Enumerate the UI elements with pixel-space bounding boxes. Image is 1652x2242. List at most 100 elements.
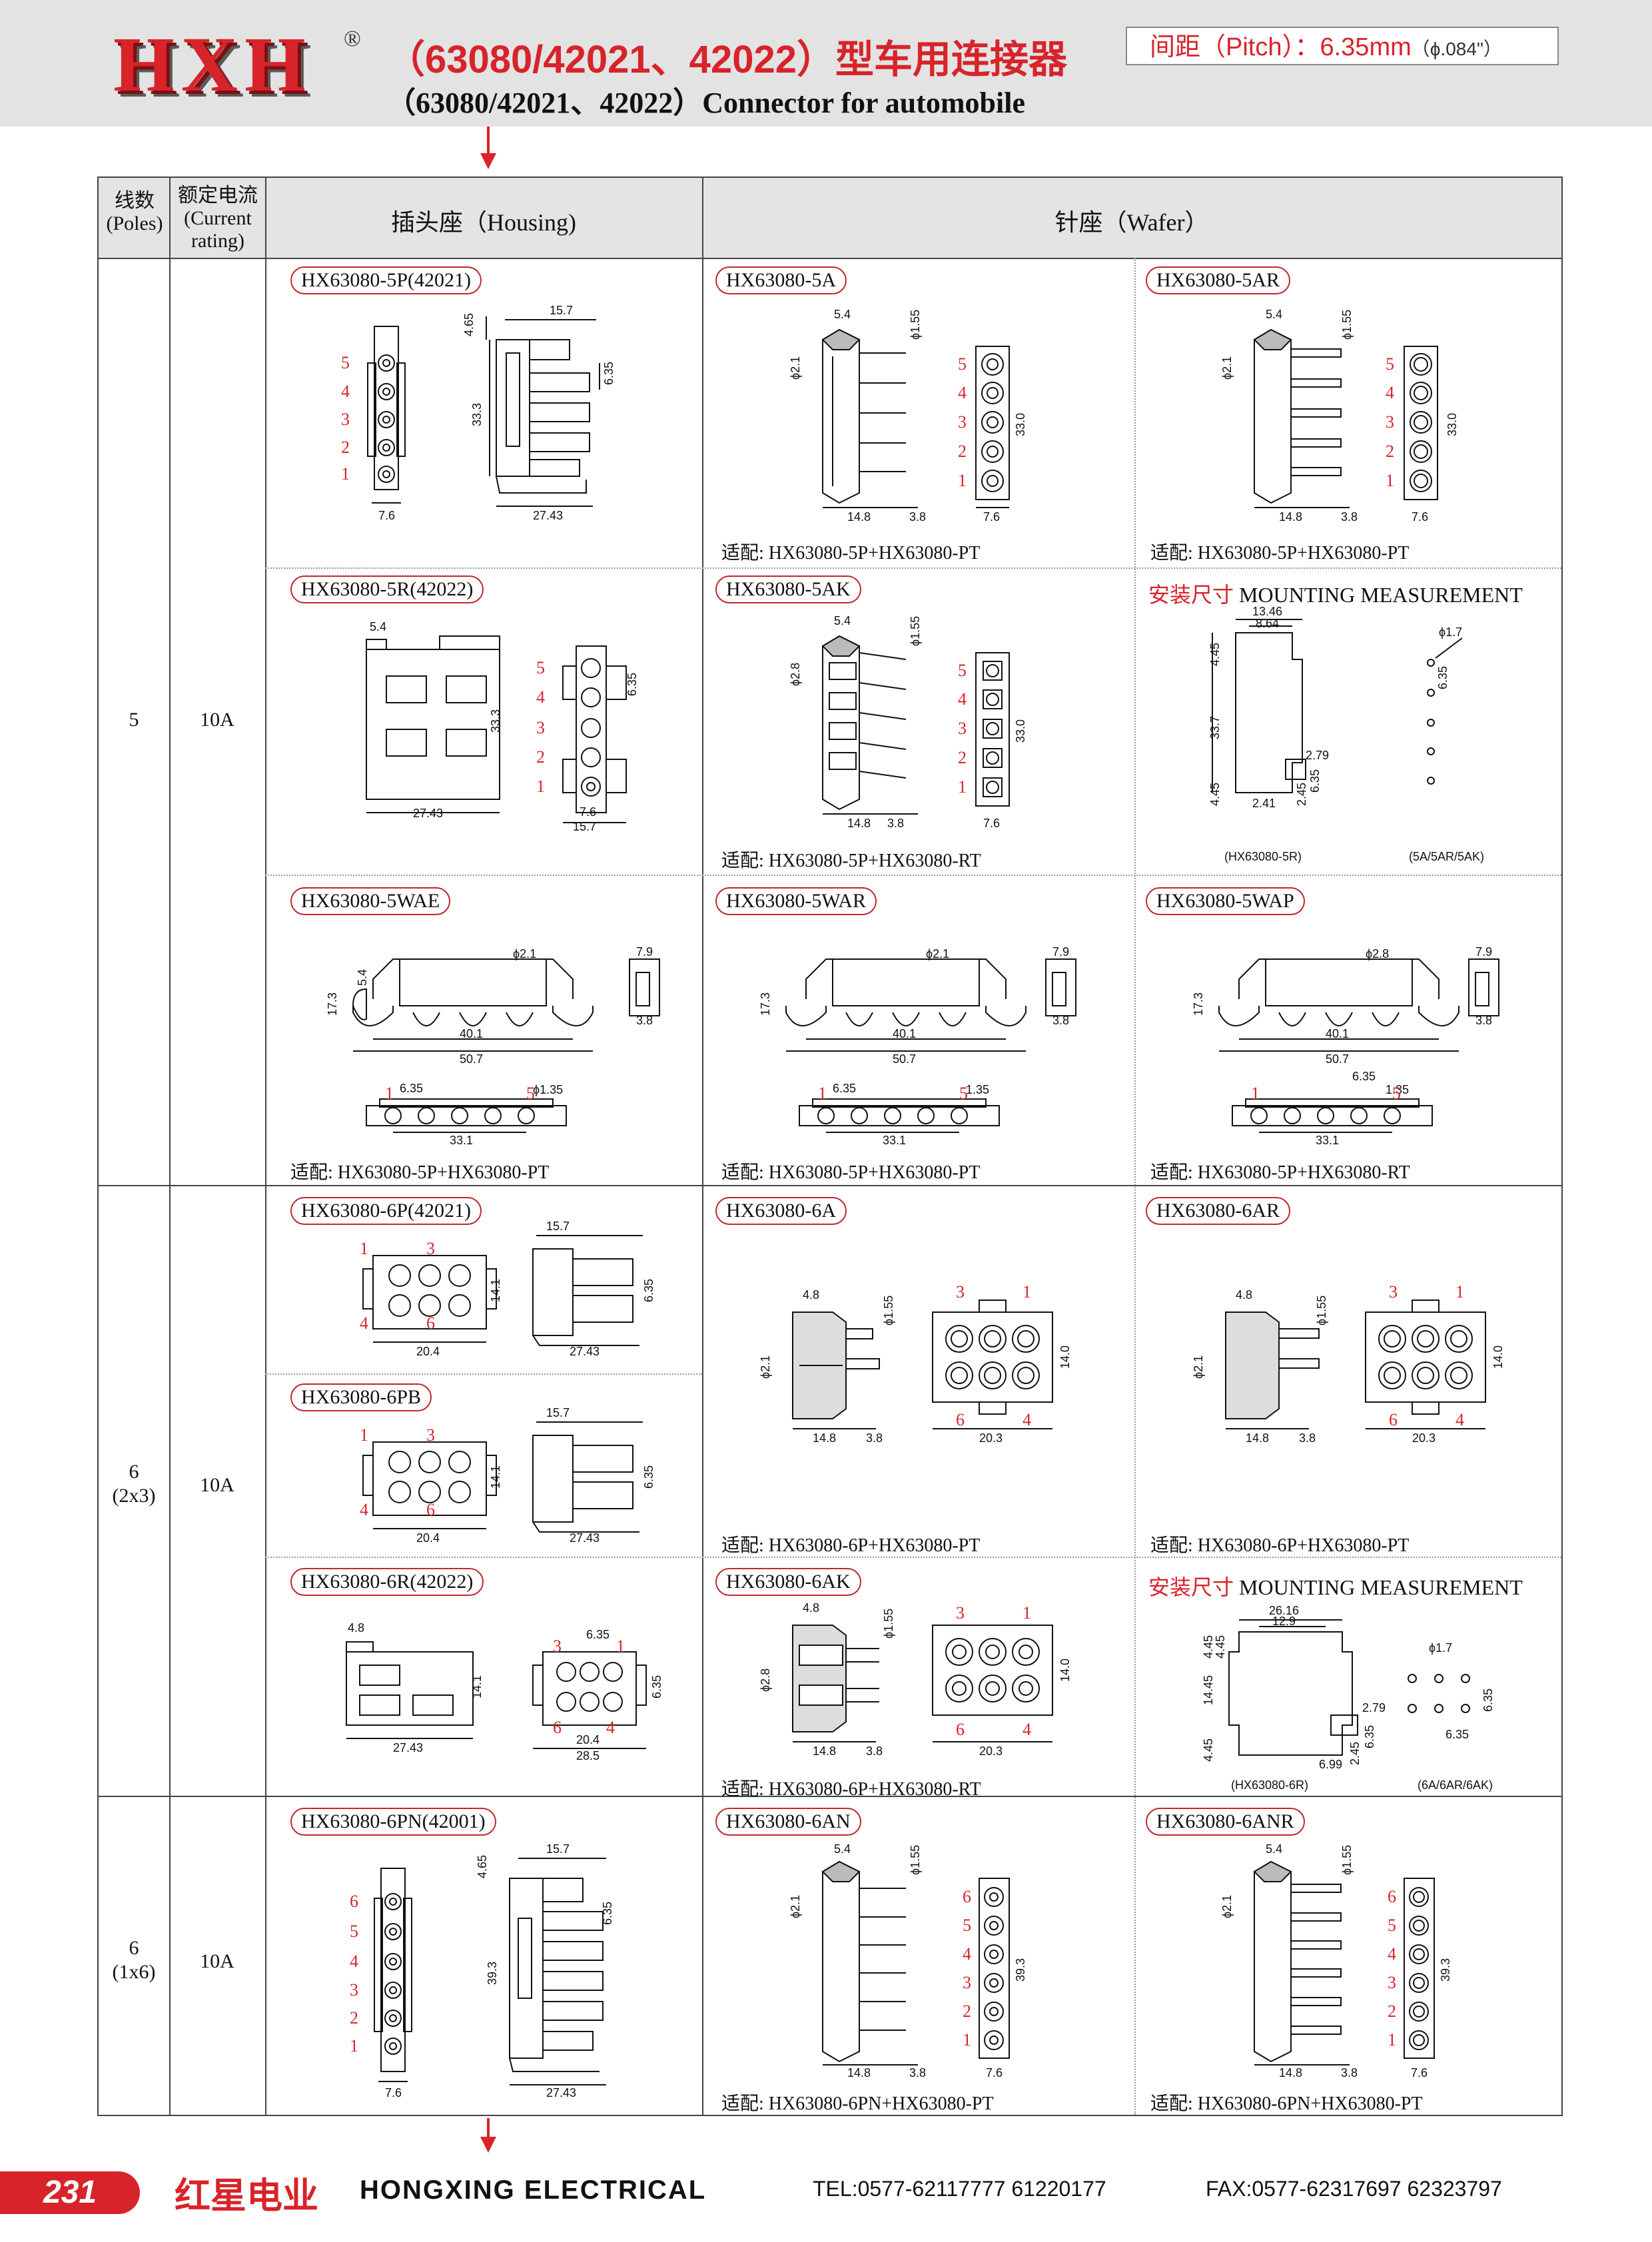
dim-text: 33.1 bbox=[1316, 1134, 1339, 1147]
wafer-drawing-5wae: ϕ2.1 7.9 5.4 17.3 40.1 50.7 3.8 6.35 ϕ1.… bbox=[326, 945, 660, 1147]
dim-text: 4.65 bbox=[462, 313, 476, 336]
pin-number: 6 bbox=[956, 1410, 965, 1429]
fit-note: 适配: HX63080-5P+HX63080-PT bbox=[1150, 543, 1410, 563]
dim-text: 26.16 bbox=[1269, 1604, 1299, 1617]
dim-text: ϕ2.1 bbox=[789, 1895, 802, 1918]
dim-text: 4.45 bbox=[1202, 1635, 1215, 1659]
wafer-drawing-5war: ϕ2.1 7.9 17.3 40.1 50.7 3.8 6.35 1.35 33… bbox=[759, 945, 1076, 1147]
pin-number: 4 bbox=[350, 1952, 358, 1971]
dim-text: 17.3 bbox=[1192, 992, 1205, 1016]
dim-text: 6.35 bbox=[833, 1082, 856, 1095]
pin-number: 1 bbox=[385, 1084, 394, 1103]
page-header: HXH ® （63080/42021、42022）型车用连接器 （63080/4… bbox=[0, 0, 1652, 127]
pin-number: 2 bbox=[958, 748, 967, 767]
mount-caption: (HX63080-5R) bbox=[1224, 850, 1302, 863]
pin-number: 2 bbox=[963, 2002, 971, 2021]
dim-text: 3.8 bbox=[1299, 1431, 1316, 1445]
part-label: HX63080-6AK bbox=[715, 1568, 861, 1596]
dim-text: ϕ1.55 bbox=[1340, 1845, 1354, 1875]
pin-number: 3 bbox=[1388, 1973, 1396, 1992]
pin-number: 3 bbox=[956, 1603, 965, 1623]
fit-note: 适配: HX63080-5P+HX63080-RT bbox=[1150, 1162, 1410, 1183]
part-label: HX63080-5WAE bbox=[290, 887, 451, 915]
housing-drawing-6pb: 15.7 14.1 6.35 20.4 27.43 1 3 4 6 bbox=[360, 1406, 655, 1545]
pin-number: 1 bbox=[818, 1084, 827, 1103]
dim-text: 6.35 bbox=[1436, 666, 1449, 689]
mounting-drawing-6: 26.16 12.9 4.45 14.45 4.45 4.45 2.79 6.3… bbox=[1202, 1604, 1495, 1771]
pin-number: 4 bbox=[963, 1944, 971, 1964]
pin-number: 3 bbox=[1386, 412, 1394, 432]
dim-text: 27.43 bbox=[570, 1345, 600, 1358]
pin-number: 6 bbox=[426, 1500, 435, 1519]
dim-text: 27.43 bbox=[413, 807, 443, 820]
mount-caption: (HX63080-6R) bbox=[1231, 1778, 1309, 1792]
dim-text: 39.3 bbox=[1014, 1958, 1027, 1982]
wafer-drawing-6ak: 4.8 ϕ1.55 ϕ2.8 14.0 14.8 3.8 20.3 3 1 6 … bbox=[759, 1601, 1072, 1758]
dim-text: 6.35 bbox=[1363, 1725, 1376, 1748]
dim-text: 6.35 bbox=[1308, 769, 1322, 793]
part-label: HX63080-6AR bbox=[1146, 1197, 1290, 1225]
dim-text: 20.3 bbox=[1412, 1431, 1436, 1445]
pin-number: 1 bbox=[958, 777, 967, 797]
dim-text: ϕ2.1 bbox=[759, 1355, 772, 1379]
dim-text: ϕ2.1 bbox=[1192, 1355, 1205, 1379]
housing-drawing-6p: 15.7 14.1 6.35 20.4 27.43 1 3 4 6 bbox=[360, 1220, 655, 1358]
dim-text: 14.0 bbox=[1491, 1345, 1505, 1369]
dim-text: 27.43 bbox=[533, 509, 563, 522]
dim-text: 6.35 bbox=[650, 1675, 663, 1698]
pin-number: 4 bbox=[958, 689, 967, 709]
pin-number: 3 bbox=[426, 1239, 435, 1258]
part-label: HX63080-6A bbox=[715, 1197, 847, 1225]
dim-text: 3.8 bbox=[887, 817, 904, 830]
dim-text: 6.99 bbox=[1319, 1758, 1342, 1771]
dim-text: 15.7 bbox=[546, 1406, 570, 1419]
dim-text: 2.41 bbox=[1252, 797, 1276, 810]
pin-number: 5 bbox=[526, 1084, 535, 1103]
dim-text: 33.0 bbox=[1014, 719, 1027, 743]
dim-text: 33.3 bbox=[489, 709, 502, 733]
dim-text: 7.6 bbox=[1412, 510, 1428, 524]
pin-number: 1 bbox=[1455, 1282, 1464, 1302]
pin-number: 6 bbox=[956, 1720, 965, 1739]
company-name-en: HONGXING ELECTRICAL bbox=[360, 2175, 707, 2205]
pin-number: 1 bbox=[963, 2030, 971, 2050]
dim-text: 7.6 bbox=[385, 2086, 402, 2099]
dim-text: 50.7 bbox=[460, 1052, 483, 1066]
part-label: HX63080-5A bbox=[715, 266, 847, 294]
title-english: （63080/42021、42022）Connector for automob… bbox=[386, 87, 1025, 119]
fit-note: 适配: HX63080-5P+HX63080-PT bbox=[721, 543, 981, 563]
dim-text: 8.64 bbox=[1256, 617, 1279, 630]
dim-text: 14.45 bbox=[1202, 1675, 1215, 1705]
dim-text: 14.8 bbox=[1279, 510, 1302, 524]
dim-text: ϕ2.1 bbox=[1220, 356, 1234, 380]
pin-number: 3 bbox=[958, 719, 967, 738]
pin-number: 5 bbox=[1386, 354, 1394, 374]
mount-caption: (5A/5AR/5AK) bbox=[1409, 850, 1485, 863]
dim-text: 6.35 bbox=[1481, 1688, 1495, 1712]
part-label: HX63080-5WAR bbox=[715, 887, 877, 915]
pin-number: 4 bbox=[606, 1718, 615, 1737]
wafer-drawing-6anr: 5.4 ϕ1.55 ϕ2.1 39.3 14.8 3.8 7.6 6 5 4 3… bbox=[1220, 1842, 1452, 2079]
rating-6-1x6: 10A bbox=[200, 1950, 234, 1972]
top-arrow-line bbox=[487, 127, 490, 155]
dim-text: 40.1 bbox=[893, 1027, 916, 1040]
pin-number: 3 bbox=[553, 1637, 562, 1656]
dim-text: 14.0 bbox=[1058, 1345, 1072, 1369]
part-label: HX63080-6ANR bbox=[1146, 1808, 1305, 1836]
hxh-logo: HXH bbox=[113, 21, 312, 108]
fit-note: 适配: HX63080-6P+HX63080-PT bbox=[721, 1535, 981, 1556]
pin-number: 6 bbox=[1388, 1887, 1396, 1906]
pitch-label: 间距（Pitch）： bbox=[1150, 33, 1320, 61]
part-label: HX63080-5WAP bbox=[1146, 887, 1305, 915]
dim-text: 39.3 bbox=[486, 1962, 499, 1985]
fax-number: FAX:0577-62317697 62323797 bbox=[1206, 2177, 1502, 2201]
dim-text: 33.3 bbox=[470, 403, 484, 426]
dim-text: ϕ1.7 bbox=[1439, 625, 1462, 639]
fit-note: 适配: HX63080-6PN+HX63080-PT bbox=[721, 2093, 994, 2114]
dim-text: 14.8 bbox=[847, 510, 871, 524]
dim-text: 33.0 bbox=[1446, 413, 1459, 436]
dim-text: 7.6 bbox=[986, 2066, 1003, 2079]
dim-text: 6.35 bbox=[642, 1465, 655, 1489]
dim-text: 50.7 bbox=[1326, 1052, 1349, 1066]
housing-drawing-6r: 4.8 14.1 27.43 6.35 6.35 20.4 28.5 3 1 6… bbox=[346, 1621, 663, 1762]
